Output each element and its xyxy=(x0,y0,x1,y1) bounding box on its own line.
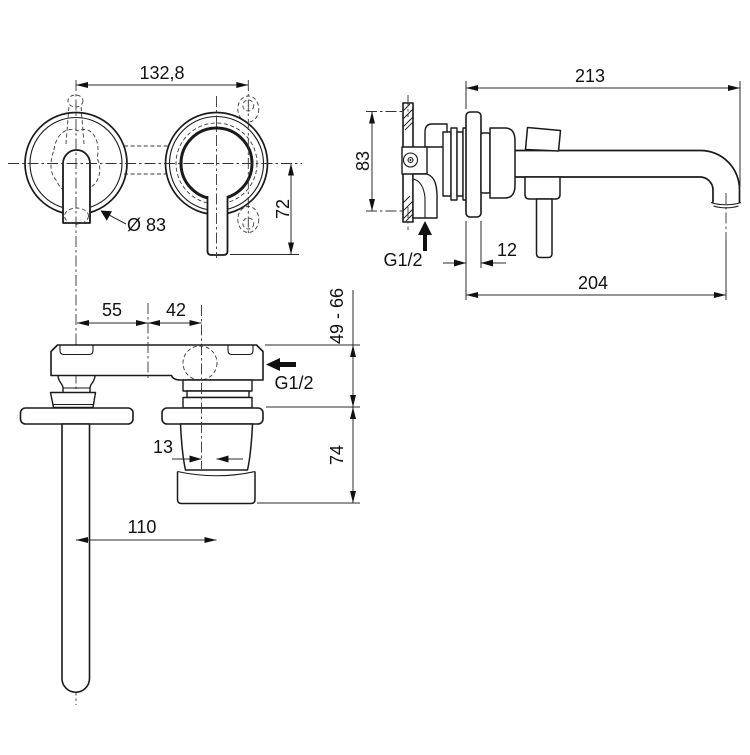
lever-handle-side xyxy=(535,198,553,259)
dim-label-escutcheon-projection: 12 xyxy=(497,240,517,260)
flange-hatch-bottom xyxy=(402,195,414,222)
arrowhead xyxy=(288,163,294,176)
dim-label-total-projection: 213 xyxy=(575,66,605,86)
arrowhead xyxy=(76,537,88,543)
arrowhead xyxy=(350,345,356,357)
spout-tube-front xyxy=(206,196,229,256)
dim-label-center-distance: 132,8 xyxy=(139,63,184,83)
valve-ring xyxy=(186,390,250,399)
hidden-cartridge-outline xyxy=(50,129,101,194)
fixing-screw-inner xyxy=(407,156,414,164)
escutcheon-plate-side xyxy=(465,111,482,218)
inlet-arrow-shaft xyxy=(423,233,427,251)
spout-mouth-rim xyxy=(710,201,742,206)
manifold-bar xyxy=(50,344,264,381)
spout-curve-outer xyxy=(699,149,741,203)
valve-ring xyxy=(182,379,253,392)
spout-tube-top xyxy=(61,423,91,694)
spout-neck-profile xyxy=(57,375,96,392)
arrowhead xyxy=(454,259,466,267)
arrowhead xyxy=(369,111,375,124)
cartridge-box xyxy=(401,146,428,175)
fixing-screw xyxy=(402,152,419,168)
handle-collar-top xyxy=(179,423,254,471)
dim-label-projection-axis: 204 xyxy=(578,273,608,293)
arrowhead xyxy=(466,85,478,91)
dim-label-axis-offset: 13 xyxy=(153,437,173,457)
inlet-arrow-shaft xyxy=(278,362,296,367)
dim-label-spout-reach: 110 xyxy=(128,517,157,537)
inlet-port-left xyxy=(59,345,94,356)
arrowhead xyxy=(204,537,217,543)
spout-base-collar xyxy=(489,127,516,199)
lever-handle-front xyxy=(62,149,91,224)
spout-escutcheon-edge xyxy=(19,407,134,425)
arrowhead xyxy=(148,320,160,326)
arrowhead xyxy=(350,491,356,503)
thread-ring xyxy=(442,131,452,197)
arrowhead xyxy=(350,395,356,407)
spout-tube-front-fill xyxy=(207,196,228,255)
handle-collar-upper xyxy=(524,126,562,152)
arrowhead xyxy=(236,82,249,88)
hidden-stem-top xyxy=(67,94,84,108)
trim-ring xyxy=(480,132,491,194)
valve-ring xyxy=(182,396,253,409)
dim-label-roughin-height: 83 xyxy=(353,151,373,171)
arrowhead xyxy=(466,292,478,298)
arrowhead xyxy=(481,259,493,267)
spout-tube-side xyxy=(481,149,700,178)
dim-label-depth-range: 49 - 66 xyxy=(327,288,347,344)
hidden-handle-hub xyxy=(64,207,89,225)
arrowhead xyxy=(77,320,89,326)
hidden-screw-top xyxy=(242,99,255,112)
inlet-elbow-inner xyxy=(412,178,426,218)
hidden-screw-bottom xyxy=(242,217,255,230)
arrowhead xyxy=(350,407,356,419)
dim-label-inlet-thread-side: G1/2 xyxy=(383,250,422,270)
spout-collar-top xyxy=(49,391,97,409)
handle-collar-lower xyxy=(524,176,561,200)
handle-grip-divider xyxy=(177,470,256,477)
inlet-port-right xyxy=(227,345,254,356)
arrowhead xyxy=(136,320,148,326)
dim-label-spout-bracket: 55 xyxy=(102,300,122,320)
flange-hatch-top xyxy=(402,103,414,131)
body-upper-block xyxy=(424,123,448,148)
handle-grip-band xyxy=(176,471,256,505)
arrowhead xyxy=(288,242,294,255)
dim-label-spout-length: 72 xyxy=(273,199,293,219)
handle-escutcheon-edge xyxy=(161,407,264,425)
arrowhead xyxy=(189,455,202,463)
fixing-screw-dot xyxy=(409,159,412,161)
dim-label-handle-projection: 74 xyxy=(327,445,347,465)
arrowhead xyxy=(714,292,726,298)
front-view: 132,8 Ø 83 72 xyxy=(8,63,302,705)
thread-ring xyxy=(456,131,464,197)
dim-label-bracket-valve: 42 xyxy=(166,300,186,320)
hidden-manifold-lines xyxy=(124,145,168,175)
arrowhead xyxy=(189,320,202,326)
top-view: G1/2 55 42 49 - 66 74 13 110 xyxy=(19,288,360,694)
arrowhead xyxy=(100,210,112,221)
arrowhead xyxy=(369,199,375,211)
dim-label-diameter: Ø 83 xyxy=(127,215,166,235)
side-view: G1/2 83 213 12 xyxy=(353,66,742,300)
inlet-arrow-icon xyxy=(418,221,432,235)
arrowhead xyxy=(216,455,229,463)
spout-curve-inner xyxy=(699,176,714,203)
arrowhead xyxy=(76,82,88,88)
thread-ring xyxy=(450,127,458,201)
arrowhead xyxy=(728,85,740,91)
dim-label-inlet-thread-top: G1/2 xyxy=(274,373,313,393)
inlet-arrow-icon xyxy=(266,358,280,371)
